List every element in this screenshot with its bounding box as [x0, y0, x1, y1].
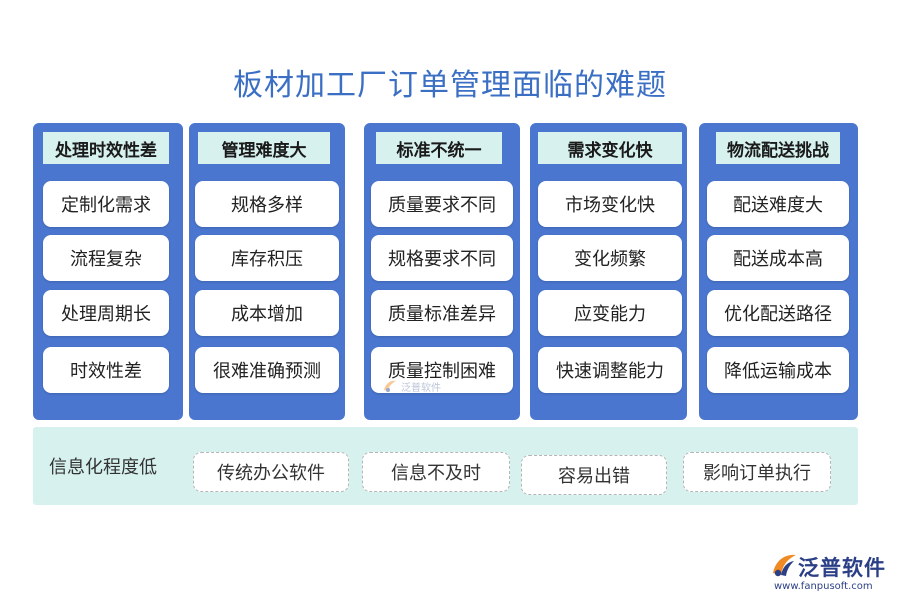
column-logistics-challenge: 物流配送挑战 配送难度大 配送成本高 优化配送路径 降低运输成本: [699, 123, 858, 420]
column-item: 流程复杂: [43, 235, 169, 281]
band-item: 容易出错: [521, 455, 667, 495]
watermark: 泛普软件: [382, 378, 441, 394]
column-item: 规格要求不同: [371, 235, 513, 281]
band-item: 传统办公软件: [193, 452, 349, 492]
column-fast-demand-change: 需求变化快 市场变化快 变化频繁 应变能力 快速调整能力: [530, 123, 687, 420]
column-inconsistent-standards: 标准不统一 质量要求不同 规格要求不同 质量标准差异 质量控制困难: [364, 123, 520, 420]
column-item: 规格多样: [195, 181, 339, 227]
column-item: 成本增加: [195, 290, 339, 336]
column-item: 很难准确预测: [195, 347, 339, 393]
column-heading: 管理难度大: [198, 132, 330, 164]
band-item: 影响订单执行: [683, 452, 831, 492]
column-item: 变化频繁: [538, 235, 682, 281]
fanpu-logo-icon: [773, 554, 796, 577]
band-label: 信息化程度低: [49, 457, 157, 478]
column-item: 质量标准差异: [371, 290, 513, 336]
column-heading: 需求变化快: [538, 132, 682, 164]
column-item: 配送难度大: [707, 181, 849, 227]
logo-url: www.fanpusoft.com: [774, 581, 873, 592]
band-item: 信息不及时: [362, 452, 510, 492]
column-item: 配送成本高: [707, 235, 849, 281]
column-item: 库存积压: [195, 235, 339, 281]
page-title: 板材加工厂订单管理面临的难题: [233, 68, 667, 103]
column-item: 快速调整能力: [538, 347, 682, 393]
brand-logo: 泛普软件 www.fanpusoft.com: [770, 550, 895, 595]
column-heading: 物流配送挑战: [716, 132, 840, 164]
column-heading: 处理时效性差: [43, 132, 169, 164]
column-item: 处理周期长: [43, 290, 169, 336]
column-item: 市场变化快: [538, 181, 682, 227]
column-processing-timeliness: 处理时效性差 定制化需求 流程复杂 处理周期长 时效性差: [33, 123, 183, 420]
column-item: 降低运输成本: [707, 347, 849, 393]
column-item: 质量要求不同: [371, 181, 513, 227]
column-management-difficulty: 管理难度大 规格多样 库存积压 成本增加 很难准确预测: [189, 123, 345, 420]
watermark-text: 泛普软件: [401, 382, 441, 394]
column-item: 质量控制困难: [371, 347, 513, 393]
fanpu-logo-icon: [384, 380, 396, 392]
column-item: 应变能力: [538, 290, 682, 336]
logo-name: 泛普软件: [798, 556, 886, 580]
bottom-band-low-informatization: 信息化程度低 传统办公软件 信息不及时 容易出错 影响订单执行: [33, 427, 858, 505]
column-item: 优化配送路径: [707, 290, 849, 336]
column-heading: 标准不统一: [376, 132, 502, 164]
column-item: 时效性差: [43, 347, 169, 393]
column-item: 定制化需求: [43, 181, 169, 227]
